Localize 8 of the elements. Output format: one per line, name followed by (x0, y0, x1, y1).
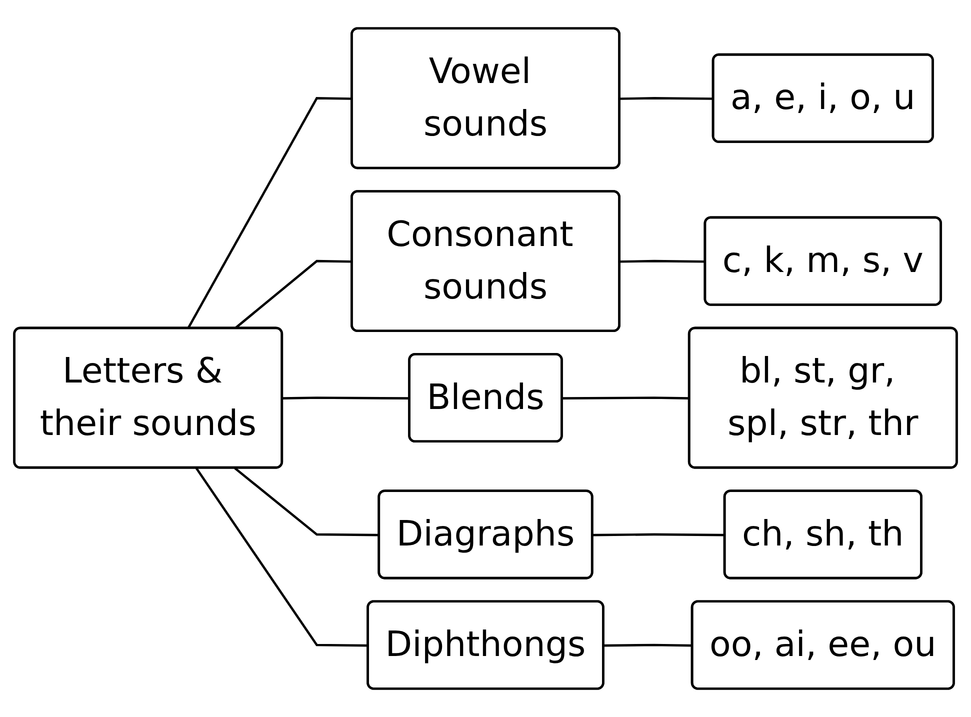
connector (620, 97, 714, 100)
connector (195, 468, 368, 647)
connector (234, 467, 380, 536)
connector (562, 396, 690, 400)
connector (604, 644, 693, 647)
connector (282, 396, 410, 400)
connector (620, 260, 706, 263)
connector (592, 533, 726, 536)
